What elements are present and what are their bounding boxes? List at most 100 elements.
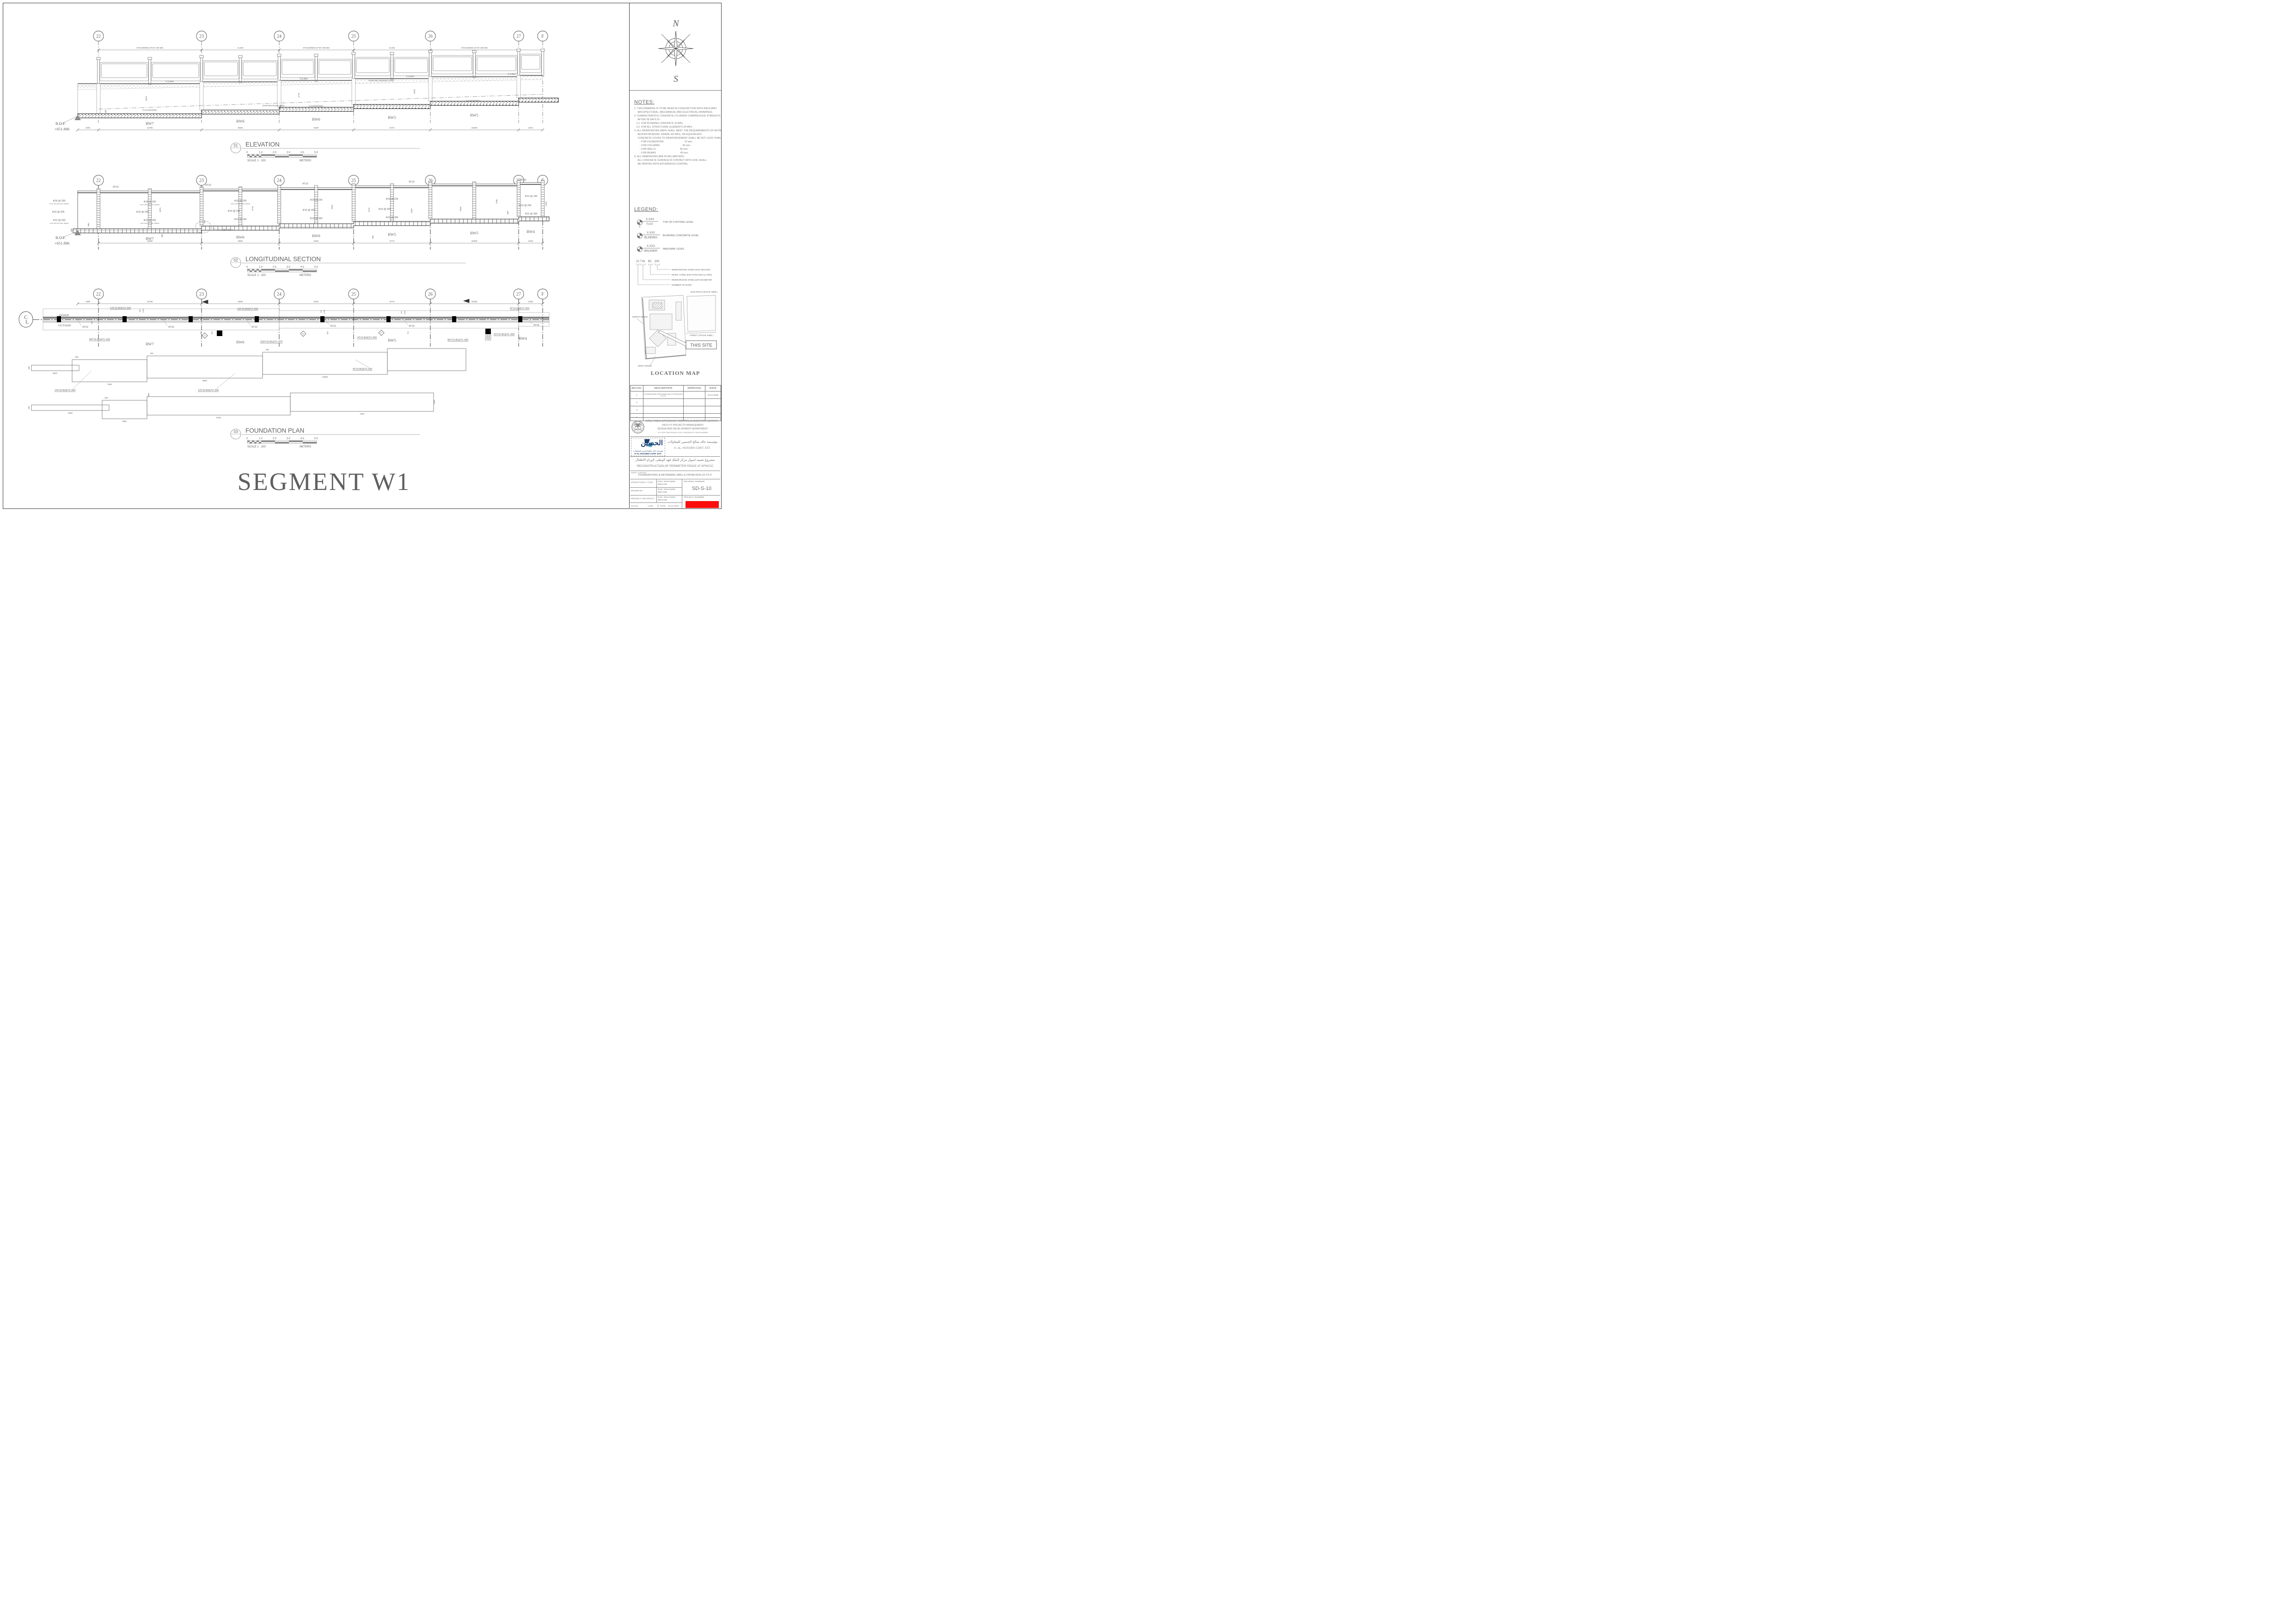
scale-tick: 5.0: [314, 266, 318, 269]
note-line: 2.2. FOR ALL STRUCTURAL ELEMENTS 35 MPa: [634, 126, 692, 129]
role-name2: IBRAHIM: [658, 491, 667, 494]
rebar-note: HIGH GROUND VER. REBAR: [140, 204, 160, 206]
rev-desc: [643, 414, 684, 421]
existing-road-label: EXISTING ROAD LEVEL: [263, 104, 285, 107]
scale-bar: [247, 269, 317, 272]
dim: 8770: [390, 127, 395, 129]
contractor-name-arabic: مؤسسة خالد صالح الحسين للمقاولات: [667, 441, 718, 444]
dim: 10035: [471, 300, 478, 303]
scale-bar: [247, 154, 317, 158]
outline-callout: 14T10-B2&T2-250: [55, 389, 75, 392]
contractor-logo-mark: [644, 439, 653, 447]
section-cut-markers: [202, 299, 470, 339]
rebar-callout: Φ16 @ 225: [386, 198, 398, 201]
bar-desc: REINF. STEEL BAR POSITION (LAYER): [672, 274, 712, 276]
rebar-4t10: 4T10: [520, 179, 527, 182]
dim: 100: [28, 366, 30, 370]
scale-tick: 4.0: [300, 437, 304, 440]
level-symbol-walkway: X.XXX WALKWAY WALKWAY LEVEL: [637, 245, 685, 253]
sheet-content-label: SHEET CONTENT: [631, 471, 647, 474]
elevation-drawing: 22 23 24 25 26 27 F STAGGERED UP BY 200 …: [55, 31, 559, 162]
bof-marker-section: B.O.F. +651.886: [55, 230, 81, 245]
drawing-number-label: DRAWING NUMBER: [684, 481, 705, 483]
units-label: METERS: [300, 446, 311, 448]
bar-desc: REINFORCING STEEL BAR DIAMETER: [672, 279, 712, 282]
rebar-4t10: 4T10: [113, 186, 119, 189]
scale-tick: 3.0: [287, 266, 290, 269]
axis-label: F: [541, 34, 544, 39]
dim: 8420: [314, 127, 319, 129]
project-name-english: RECONSTRUCTION OF PERIMETER FENCE AT KFN…: [637, 465, 714, 468]
legend-desc: BLINDING CONCRETE LEVEL: [663, 234, 699, 237]
rebar-callout: Φ10 @ 200: [52, 211, 65, 214]
rebar-callout: Φ16 @ 200: [53, 200, 66, 202]
level-symbol-blinding: X.XXX BLINDING BLINDING CONCRETE LEVEL: [637, 232, 699, 239]
this-site-label: THIS SITE: [690, 343, 712, 348]
axis-label: 24: [277, 292, 282, 297]
scale-label: SCALE 1 : 100: [247, 159, 266, 162]
plan-strip: [33, 308, 550, 331]
legend-value: X.XXX: [647, 245, 655, 248]
rev-header: DATE: [705, 386, 721, 392]
note-line: - FOR WALLS 30 mm.: [634, 148, 688, 151]
wall-label: RW7: [146, 342, 153, 346]
torw-label: T.O.RW: [406, 75, 415, 78]
rev-header: DESCRIPTION: [643, 386, 684, 392]
rev-desc: [643, 406, 684, 414]
rebar-note: HIGH GROUND VER. REBAR: [49, 203, 69, 205]
fence-posts: [96, 49, 545, 85]
role-label: PROJECT ARCHITECT: [631, 498, 655, 500]
rebar-4t10: 4T10: [409, 325, 415, 328]
note-line: CONCRETE COVER TO REINFORCEMENT SHALL BE…: [634, 137, 721, 140]
height-dim: 2625: [459, 207, 462, 211]
dim: 700: [265, 349, 269, 351]
torw-label: T.O.RW: [508, 73, 516, 76]
dim: 2635: [528, 300, 533, 303]
project-number-box: [686, 501, 719, 508]
org-name: KING FAISAL SPECIALIST HOSPITAL & RESEAR…: [646, 420, 718, 422]
step-dim: 450: [104, 110, 107, 113]
rev-date: [705, 399, 721, 406]
plan-callout: 9T10-B2&T2-250: [510, 307, 529, 310]
dim: 1150: [433, 400, 435, 404]
small-dim: 700: [407, 331, 409, 334]
dim: 11795: [147, 127, 153, 129]
wall-label: RW6: [312, 233, 320, 238]
small-dim: 450: [203, 220, 206, 224]
small-dim: 350: [139, 309, 141, 312]
height-dim: 3575: [145, 96, 147, 101]
sheet-content-value: FOUNDATIONS & RETAINING WALLS FROM AXIS …: [638, 474, 712, 477]
org-dept2: DESIGN AND DEVELOPMENT DEPARTMENT: [657, 428, 708, 430]
plan-callout: 89T16-B1&T1-150: [89, 338, 110, 341]
existing-ground-band: [77, 75, 543, 90]
street-label: STREET ( 20.00 M. WIDE ): [690, 334, 714, 337]
view-title: ELEVATION: [245, 141, 280, 148]
axis-label: 26: [428, 178, 433, 184]
fence-panels: [99, 54, 542, 81]
dim: 8420: [314, 240, 319, 242]
note-line: - FOR FOUNDATION 75 mm.: [634, 141, 693, 143]
small-dim: 1200: [323, 309, 325, 313]
role-label: DRAWN BY: [631, 490, 643, 492]
small-dim: 800: [326, 331, 329, 334]
scale-tick: 0: [246, 151, 248, 154]
elevation-bottom-dim: 1000 11795 8835 8420 8770 10035 2610: [76, 127, 545, 132]
dim: 7450: [107, 383, 112, 386]
plan-callout: 9T10-B2&T2-250: [357, 337, 377, 339]
axis-label: 22: [96, 178, 101, 184]
height-dim: 3770: [251, 206, 254, 211]
small-dim: 350: [70, 228, 73, 232]
note-line: 2.1. FOR BLINDING CONCRETE 15 MPa: [634, 122, 683, 125]
units-label: METERS: [300, 274, 311, 277]
date-value: 24-11-2019: [668, 505, 679, 507]
footing-outline-row1: [31, 348, 466, 382]
dim-note: STAGGERED UP BY 200 MM: [303, 47, 330, 49]
plan-drawing: 22 23 24 25 26 27 F 1350 11795: [18, 288, 550, 448]
rev-header: REV.NO.: [631, 386, 643, 392]
dim: 620: [104, 397, 108, 399]
project-row: مشروع تشييد اسوار مركز الملك فهد الوطنى …: [630, 457, 720, 471]
units-label: METERS: [300, 159, 311, 162]
small-dim: 1000: [404, 310, 406, 314]
axis-label: 27: [516, 292, 521, 297]
axis-label: 26: [428, 292, 433, 297]
